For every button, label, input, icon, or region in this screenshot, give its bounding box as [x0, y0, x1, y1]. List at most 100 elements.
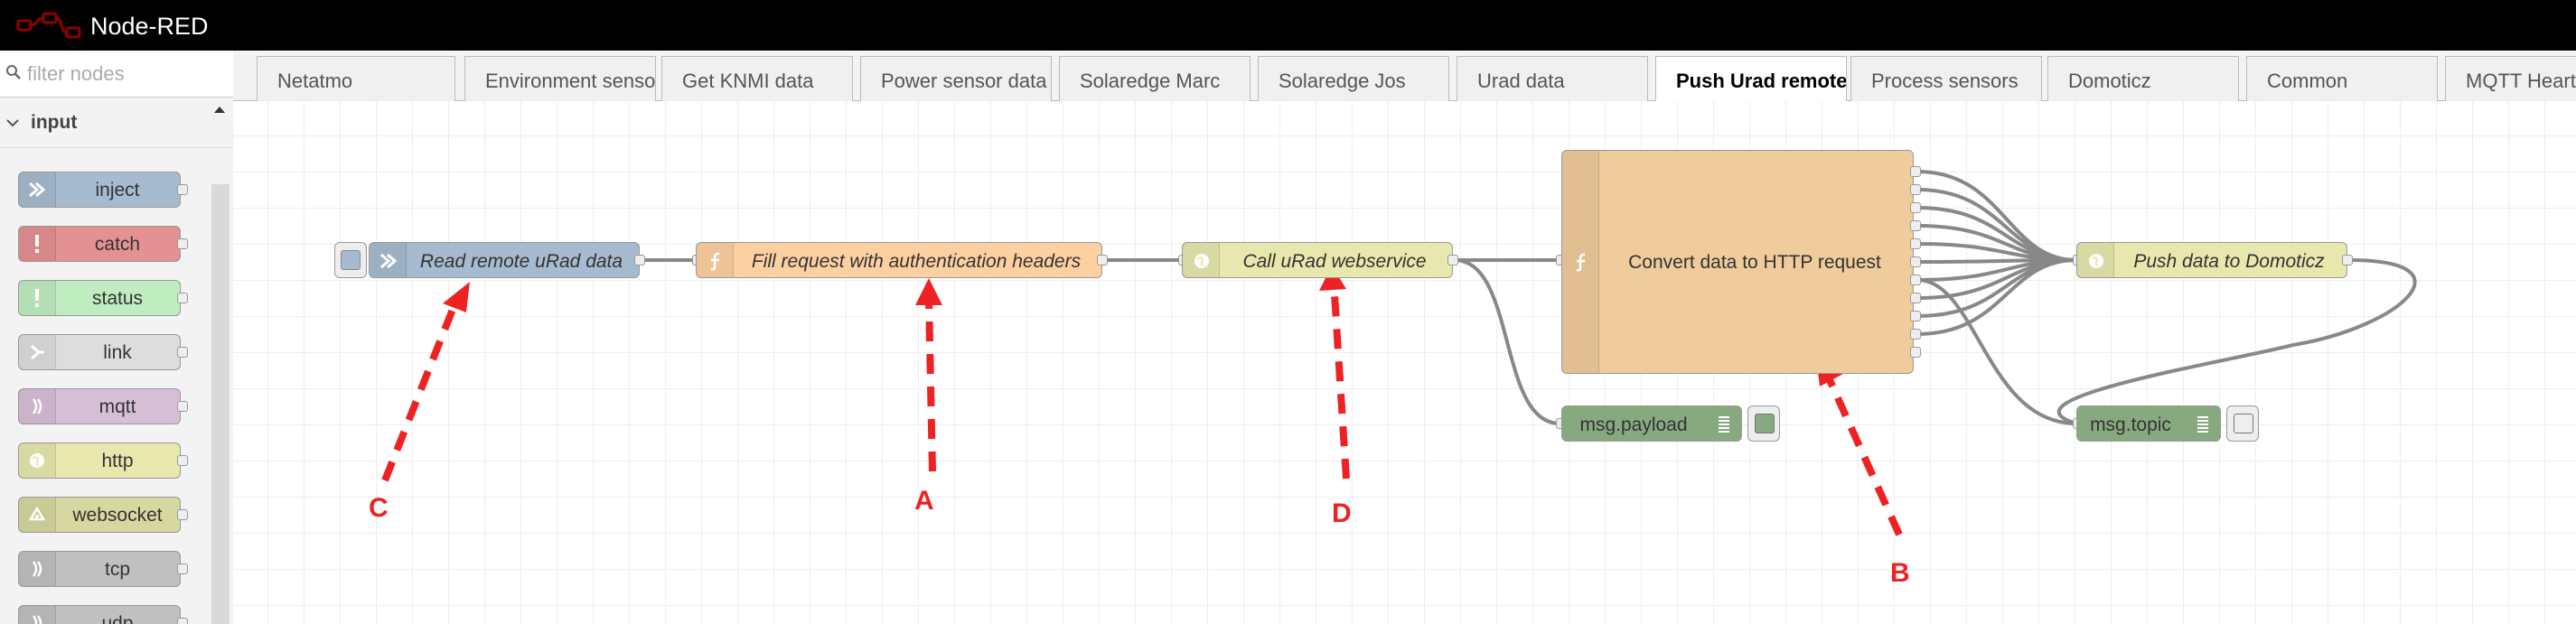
http-globe-icon: [30, 453, 44, 468]
palette-node-inject[interactable]: inject: [18, 172, 188, 208]
node-label: msg.payload: [1579, 414, 1688, 435]
arrowhead-d: [1319, 265, 1346, 291]
tab-process-sensors[interactable]: Process sensors: [1850, 56, 2042, 101]
output-port[interactable]: [177, 184, 188, 195]
annotation-label-d: D: [1332, 498, 1352, 528]
tab-label: Environment sensors: [485, 70, 656, 92]
node-red-logo-icon: [16, 12, 81, 39]
node-call-urad-webservice[interactable]: Call uRad webservice: [1182, 242, 1453, 278]
palette-node-mqtt[interactable]: mqtt: [18, 388, 188, 424]
tab-label: Get KNMI data: [682, 70, 814, 92]
flow-wires: [381, 170, 2417, 536]
palette-node-catch[interactable]: catch: [18, 226, 188, 262]
output-port[interactable]: [177, 401, 188, 412]
annotation-label-b: B: [1890, 558, 1910, 588]
tab-domoticz[interactable]: Domoticz: [2047, 56, 2239, 101]
debug-icon: [1719, 416, 1729, 433]
exclamation-icon: [35, 289, 39, 307]
output-port-11[interactable]: [1910, 347, 1921, 358]
node-fill-request-headers[interactable]: Fill request with authentication headers: [696, 242, 1102, 278]
annotation-label-c: C: [369, 493, 389, 523]
wire-call-to-payload: [1454, 258, 1560, 425]
output-port[interactable]: [177, 618, 188, 624]
annotation-arrow-c: [381, 296, 461, 482]
tab-environment-sensors[interactable]: Environment sensors: [464, 56, 656, 101]
palette-node-label: udp: [101, 613, 134, 624]
palette-category-input[interactable]: input: [0, 98, 233, 148]
output-port-7[interactable]: [1910, 275, 1921, 285]
output-port[interactable]: [177, 509, 188, 520]
output-port-1[interactable]: [1910, 166, 1921, 177]
category-label: input: [31, 112, 78, 133]
app-title: Node-RED: [90, 13, 209, 40]
tab-label: Netatmo: [277, 70, 353, 92]
function-icon: [710, 252, 720, 271]
output-port[interactable]: [2342, 255, 2353, 265]
output-port-5[interactable]: [1910, 238, 1921, 249]
node-label: Fill request with authentication headers: [751, 251, 1082, 272]
tab-power-sensor-data[interactable]: Power sensor data: [860, 56, 1052, 101]
output-port[interactable]: [177, 293, 188, 303]
output-port-4[interactable]: [1910, 220, 1921, 231]
flow-workspace[interactable]: Read remote uRad data Fill request with …: [233, 101, 2576, 624]
function-icon: [1576, 253, 1586, 272]
tab-mqtt-heartbeat[interactable]: MQTT Heartbeat: [2445, 56, 2576, 101]
bridge-signal-icon: [32, 615, 42, 624]
output-port[interactable]: [177, 563, 188, 574]
palette-scrollbar[interactable]: [211, 184, 229, 624]
output-port[interactable]: [177, 347, 188, 358]
palette-node-tcp[interactable]: tcp: [18, 551, 188, 587]
debug-toggle-button[interactable]: [2226, 405, 2259, 442]
output-port[interactable]: [1447, 255, 1458, 265]
arrowhead-c: [443, 282, 470, 312]
wire-convert-out-5: [1916, 242, 2077, 262]
output-port-10[interactable]: [1910, 329, 1921, 340]
filter-nodes-input[interactable]: [25, 60, 228, 88]
node-convert-data-to-http[interactable]: Convert data to HTTP request: [1561, 150, 1914, 374]
tab-urad-data[interactable]: Urad data: [1457, 56, 1648, 101]
palette-node-link[interactable]: link: [18, 334, 188, 370]
palette-node-label: tcp: [104, 559, 130, 580]
tab-get-knmi-data[interactable]: Get KNMI data: [661, 56, 853, 101]
palette-node-http[interactable]: http: [18, 442, 188, 479]
node-read-remote-urad-data[interactable]: Read remote uRad data: [369, 242, 640, 278]
debug-toggle-button[interactable]: [1747, 405, 1780, 442]
output-port[interactable]: [177, 238, 188, 249]
tab-label: Solaredge Jos: [1279, 70, 1406, 92]
output-port[interactable]: [634, 255, 645, 265]
http-globe-icon: [2089, 254, 2103, 268]
node-push-data-to-domoticz[interactable]: Push data to Domoticz: [2076, 242, 2347, 278]
node-label: Call uRad webservice: [1242, 251, 1427, 272]
palette-node-label: websocket: [72, 505, 163, 526]
websocket-icon: [28, 506, 46, 521]
tab-netatmo[interactable]: Netatmo: [257, 56, 455, 101]
palette-node-label: catch: [94, 234, 141, 255]
tab-solaredge-marc[interactable]: Solaredge Marc: [1059, 56, 1251, 101]
workspace-tabs: Netatmo Environment sensors Get KNMI dat…: [233, 51, 2576, 102]
node-label: msg.topic: [2090, 414, 2171, 435]
scroll-up-arrow-icon[interactable]: [213, 105, 226, 114]
output-port-9[interactable]: [1910, 311, 1921, 321]
palette-node-udp[interactable]: udp: [18, 605, 188, 624]
wire-convert-to-topic: [1916, 278, 2077, 425]
palette-node-websocket[interactable]: websocket: [18, 497, 188, 533]
debug-icon: [2197, 416, 2208, 433]
inject-trigger-button[interactable]: [334, 242, 367, 278]
palette-filter: [0, 51, 233, 98]
tab-common[interactable]: Common: [2246, 56, 2438, 101]
node-debug-msg-topic[interactable]: msg.topic: [2076, 405, 2221, 442]
node-debug-msg-payload[interactable]: msg.payload: [1561, 405, 1742, 442]
output-port[interactable]: [177, 455, 188, 466]
exclamation-icon: [35, 235, 39, 253]
output-port-2[interactable]: [1910, 184, 1921, 195]
palette-node-status[interactable]: status: [18, 280, 188, 316]
output-port-3[interactable]: [1910, 202, 1921, 213]
tab-solaredge-jos[interactable]: Solaredge Jos: [1258, 56, 1449, 101]
palette-node-label: inject: [95, 180, 140, 200]
output-port[interactable]: [1097, 255, 1108, 265]
output-port-6[interactable]: [1910, 256, 1921, 267]
output-port-8[interactable]: [1910, 293, 1921, 303]
tab-label: Solaredge Marc: [1080, 70, 1221, 92]
tab-push-urad-remote[interactable]: Push Urad remote to Domoticz: [1655, 56, 1847, 102]
tab-label: Process sensors: [1871, 70, 2019, 92]
